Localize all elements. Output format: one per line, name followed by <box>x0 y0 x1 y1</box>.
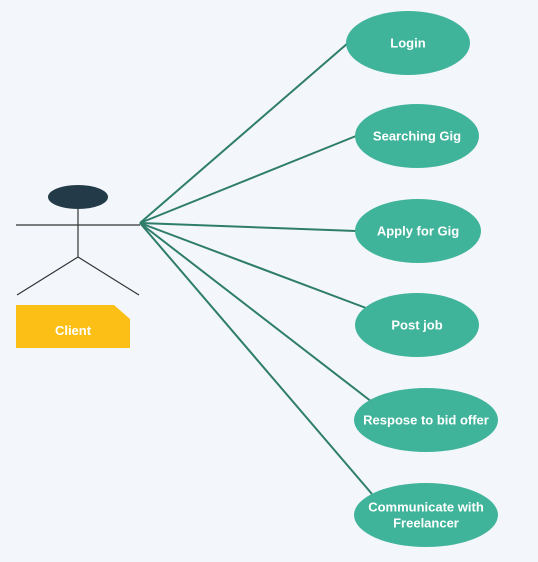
use-case-ellipse <box>355 104 479 168</box>
actor-label: Client <box>55 323 92 338</box>
connector-line <box>139 222 357 232</box>
use-case-label: Login <box>390 36 425 51</box>
connector-line <box>139 42 349 224</box>
use-case: Post job <box>355 293 479 357</box>
connector-group <box>139 42 373 495</box>
use-case: Respose to bid offer <box>354 388 498 452</box>
use-case-label: Apply for Gig <box>377 224 459 239</box>
actor-left-leg <box>16 256 79 296</box>
use-case-label: Communicate with <box>368 500 484 515</box>
use-case-label: Freelancer <box>393 516 459 531</box>
use-case: Apply for Gig <box>355 199 481 263</box>
connector-line <box>139 222 367 309</box>
use-case-label: Post job <box>391 318 442 333</box>
actor-label-background <box>16 305 130 348</box>
connector-line <box>139 222 373 495</box>
use-case-ellipse <box>354 388 498 452</box>
use-case-ellipse <box>354 483 498 547</box>
use-case: Searching Gig <box>355 104 479 168</box>
actor-figure <box>16 185 140 296</box>
use-case: Login <box>346 11 470 75</box>
use-case-label: Respose to bid offer <box>363 413 489 428</box>
use-case-ellipse <box>355 199 481 263</box>
connector-line <box>139 135 357 224</box>
actor-head <box>48 185 108 209</box>
actor-right-leg <box>77 256 140 296</box>
use-case-ellipse <box>355 293 479 357</box>
use-case-label: Searching Gig <box>373 129 461 144</box>
connector-line <box>139 222 373 403</box>
actor-label-tag: Client <box>16 305 130 348</box>
use-case-ellipse <box>346 11 470 75</box>
